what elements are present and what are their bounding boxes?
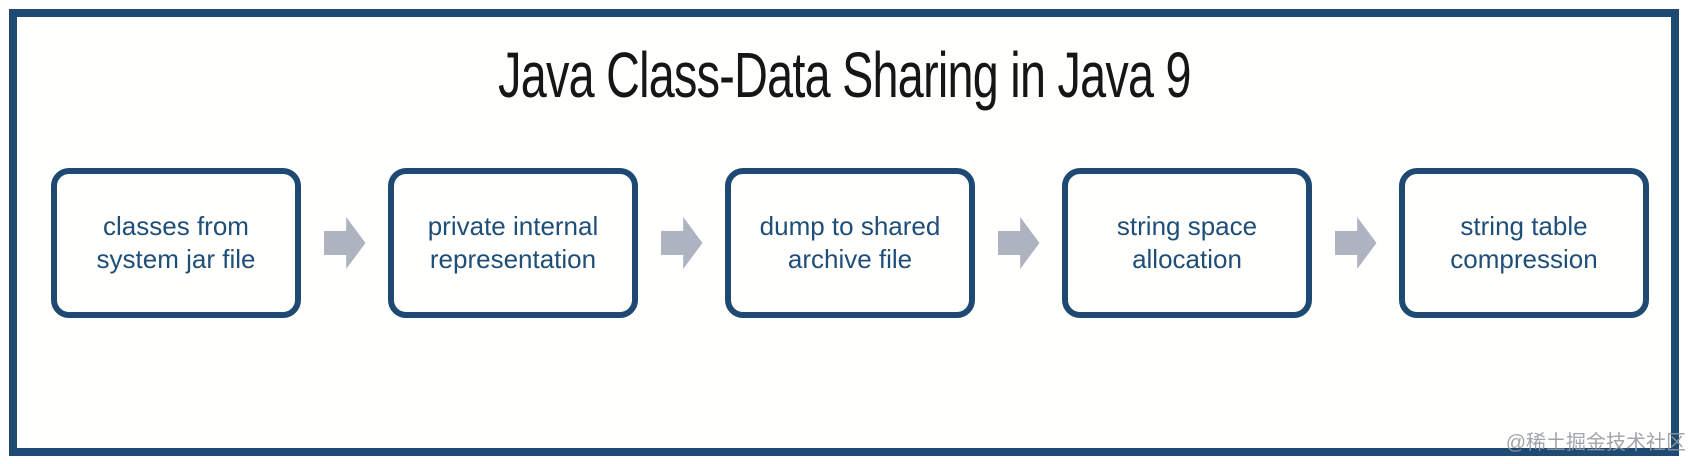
step-box-string-space: string space allocation [1062, 168, 1312, 318]
step-label-line: string space [1116, 211, 1258, 241]
process-flow-row: classes from system jar file private int… [51, 168, 1649, 318]
step-box-string-table: string table compression [1399, 168, 1649, 318]
step-label-line: string table [1460, 211, 1588, 241]
arrow-right-icon [1334, 217, 1377, 269]
arrow-right-icon [323, 217, 366, 269]
watermark-text: @稀土掘金技术社区 [1505, 432, 1686, 454]
step-label-line: private internal [427, 211, 599, 241]
step-label-line: classes from [103, 211, 249, 241]
step-label-line: allocation [1132, 244, 1242, 274]
arrow-right-icon [997, 217, 1040, 269]
step-label-line: compression [1450, 244, 1598, 274]
step-label-line: dump to shared [759, 211, 941, 241]
step-label-line: system jar file [96, 244, 256, 274]
step-box-classes-from-jar: classes from system jar file [51, 168, 301, 318]
diagram-frame: Java Class-Data Sharing in Java 9 classe… [9, 9, 1679, 456]
step-box-dump-archive: dump to shared archive file [725, 168, 975, 318]
step-box-private-representation: private internal representation [388, 168, 638, 318]
diagram-title: Java Class-Data Sharing in Java 9 [497, 39, 1191, 111]
arrow-right-icon [660, 217, 703, 269]
title-area: Java Class-Data Sharing in Java 9 [17, 43, 1671, 107]
step-label-line: archive file [787, 244, 913, 274]
step-label-line: representation [429, 244, 597, 274]
